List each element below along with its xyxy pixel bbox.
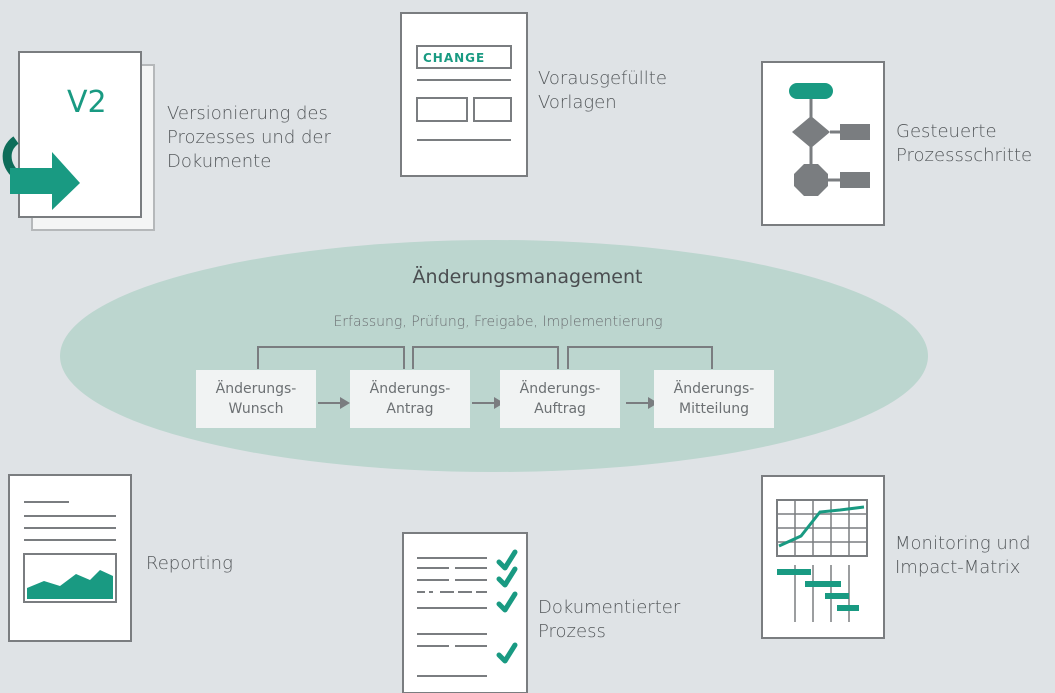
documented-process-label: Dokumentierter Prozess xyxy=(538,597,681,642)
versioning-label: Versionierung des Prozesses und der Doku… xyxy=(167,103,331,172)
versioned-document-icon: V2 xyxy=(2,51,155,231)
change-management-subtitle: Erfassung, Prüfung, Freigabe, Implementi… xyxy=(333,314,663,330)
step-change-notice: Änderungs- Mitteilung xyxy=(654,370,774,428)
bracket-2 xyxy=(412,346,559,369)
change-management-ellipse xyxy=(60,240,928,472)
report-chart-icon xyxy=(8,474,132,642)
monitoring-label: Monitoring und Impact-Matrix xyxy=(895,533,1031,578)
checklist-document-icon xyxy=(402,532,528,693)
step-change-request: Änderungs- Antrag xyxy=(350,370,470,428)
templates-label: Vorausgefüllte Vorlagen xyxy=(538,68,667,113)
change-management-title: Änderungsmanagement xyxy=(412,266,643,288)
arrow-head-1 xyxy=(340,397,350,409)
flowchart-icon xyxy=(761,61,885,226)
gantt-chart-icon xyxy=(761,475,885,639)
step-change-order: Änderungs- Auftrag xyxy=(500,370,620,428)
process-steps-label: Gesteuerte Prozessschritte xyxy=(896,121,1033,166)
arrow-head-3 xyxy=(648,397,658,409)
svg-text:V2: V2 xyxy=(67,85,107,120)
reporting-label: Reporting xyxy=(146,553,233,574)
step-change-wish: Änderungs- Wunsch xyxy=(196,370,316,428)
prefilled-template-icon: CHANGE xyxy=(400,12,528,177)
bracket-1 xyxy=(257,346,405,369)
bracket-3 xyxy=(567,346,713,369)
svg-text:CHANGE: CHANGE xyxy=(423,51,485,65)
arrow-head-2 xyxy=(494,397,504,409)
